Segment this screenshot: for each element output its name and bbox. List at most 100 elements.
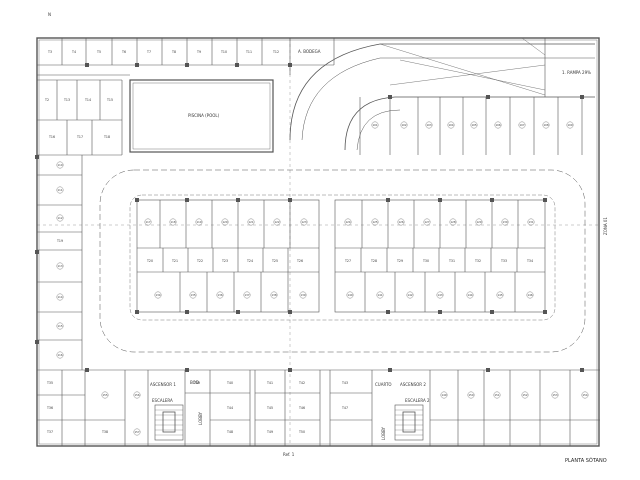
- parking-bay-label: 142: [408, 293, 413, 297]
- outer-wall: [36, 37, 600, 447]
- storage-unit-label: T21: [171, 259, 178, 263]
- storage-unit-label: T31: [448, 259, 455, 263]
- stairs-right: [394, 404, 424, 441]
- parking-bay-marker: [425, 121, 433, 129]
- parking-bay-label: 139: [301, 293, 306, 297]
- storage-unit-label: T33: [500, 259, 507, 263]
- stairs-left-label: ESCALERA: [152, 398, 173, 403]
- storage-unit-label: T28: [370, 259, 377, 263]
- parking-bay-marker: [195, 218, 203, 226]
- parking-bay-label: 103: [427, 123, 432, 127]
- parking-bay-label: 102: [402, 123, 407, 127]
- parking-bay-label: 115: [58, 324, 63, 328]
- parking-bay-label: 144: [468, 293, 473, 297]
- parking-bay-label: 104: [449, 123, 454, 127]
- storage-unit-label: T12: [272, 50, 279, 54]
- parking-bay-marker: [400, 121, 408, 129]
- parking-bay-marker: [518, 121, 526, 129]
- parking-bay-marker: [56, 161, 64, 169]
- stairs-left: [154, 404, 184, 441]
- storage-unit-label: T43: [341, 381, 348, 385]
- storage-unit-label: T11: [245, 50, 252, 54]
- parking-bay-marker: [299, 291, 307, 299]
- parking-bay-marker: [371, 218, 379, 226]
- storage-unit-label: T46: [298, 406, 305, 410]
- storage-unit-label: T38: [101, 430, 108, 434]
- parking-bay-marker: [436, 291, 444, 299]
- parking-bay-marker: [56, 262, 64, 270]
- parking-bay-marker: [397, 218, 405, 226]
- parking-bay-marker: [144, 218, 152, 226]
- storage-unit-label: T17: [76, 135, 83, 139]
- parking-bay-marker: [56, 351, 64, 359]
- parking-bay-marker: [526, 291, 534, 299]
- central-island: [136, 199, 320, 313]
- storage-unit-label: T27: [344, 259, 351, 263]
- parking-bay-marker: [581, 391, 589, 399]
- storage-unit-label: T49: [266, 430, 273, 434]
- parking-bay-marker: [440, 391, 448, 399]
- parking-bay-label: 146: [528, 293, 533, 297]
- parking-bay-label: 151: [495, 393, 500, 397]
- parking-bay-marker: [154, 291, 162, 299]
- parking-bay-label: 110: [58, 163, 63, 167]
- storage-unit-label: T13: [63, 98, 70, 102]
- parking-bay-label: 127: [425, 220, 430, 224]
- parking-bay-label: 150: [469, 393, 474, 397]
- cuarto-label: CUARTO: [375, 382, 392, 387]
- parking-bay-marker: [189, 291, 197, 299]
- parking-bay-marker: [551, 391, 559, 399]
- lobby-left-label: LOBBY: [198, 412, 203, 425]
- parking-bay-label: 130: [503, 220, 508, 224]
- parking-bay-marker: [406, 291, 414, 299]
- parking-bay-marker: [467, 391, 475, 399]
- storage-unit-label: T15: [106, 98, 113, 102]
- storage-unit-label: T24: [246, 259, 253, 263]
- side-mark: ZONA 01: [603, 217, 608, 235]
- storage-unit-label: T44: [226, 406, 233, 410]
- parking-bay-label: 156: [135, 393, 140, 397]
- storage-unit-label: T9: [196, 50, 201, 54]
- storage-unit-label: T48: [226, 430, 233, 434]
- lift-right-label: ASCENSOR 2: [400, 382, 426, 387]
- parking-bay-label: 119: [197, 220, 202, 224]
- lift-left-label: ASCENSOR 1: [150, 382, 176, 387]
- parking-bay-label: 131: [529, 220, 534, 224]
- parking-bay-label: 140: [348, 293, 353, 297]
- storage-unit-label: T25: [271, 259, 278, 263]
- parking-bay-marker: [247, 218, 255, 226]
- parking-bay-label: 105: [472, 123, 477, 127]
- parking-bay-label: 109: [568, 123, 573, 127]
- storage-unit-label: T37: [46, 430, 53, 434]
- storage-unit-label: T2: [44, 98, 49, 102]
- parking-bay-label: 138: [272, 293, 277, 297]
- parking-bay-marker: [566, 121, 574, 129]
- storage-unit-label: T34: [526, 259, 533, 263]
- storage-unit-label: T32: [474, 259, 481, 263]
- parking-bay-label: 134: [156, 293, 161, 297]
- parking-bay-label: 122: [275, 220, 280, 224]
- parking-bay-marker: [542, 121, 550, 129]
- storage-unit-label: T16: [48, 135, 55, 139]
- parking-bay-marker: [527, 218, 535, 226]
- lobby-right-label: LOBBY: [381, 427, 386, 440]
- parking-bay-label: 112: [58, 216, 63, 220]
- storage-unit-label: T26: [296, 259, 303, 263]
- parking-bay-marker: [521, 391, 529, 399]
- parking-bay-label: 129: [477, 220, 482, 224]
- parking-bay-label: 123: [302, 220, 307, 224]
- parking-bay-marker: [470, 121, 478, 129]
- parking-bay-label: 124: [346, 220, 351, 224]
- parking-bay-marker: [273, 218, 281, 226]
- parking-bay-marker: [56, 293, 64, 301]
- parking-bay-marker: [133, 391, 141, 399]
- storage-unit-label: T35: [46, 381, 53, 385]
- parking-bay-label: 145: [498, 293, 503, 297]
- parking-bay-marker: [243, 291, 251, 299]
- parking-bay-marker: [449, 218, 457, 226]
- parking-bay-marker: [493, 391, 501, 399]
- sheet-reference: Ref. 1: [283, 452, 295, 457]
- storage-unit-label: T41: [266, 381, 273, 385]
- storage-unit-label: T5: [96, 50, 101, 54]
- parking-bay-label: 155: [103, 393, 108, 397]
